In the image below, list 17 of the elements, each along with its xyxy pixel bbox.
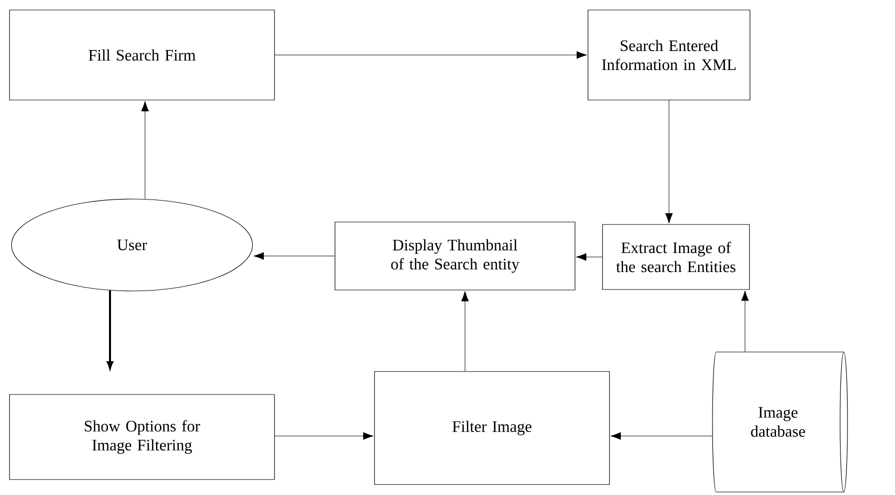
arrow xyxy=(665,100,673,224)
arrow xyxy=(461,291,469,372)
arrow xyxy=(274,432,374,440)
process-box: Search Entered Information in XML xyxy=(588,10,750,100)
arrow xyxy=(141,101,149,199)
arrow xyxy=(106,290,114,369)
database-cylinder: Image database xyxy=(712,352,848,492)
process-box: Show Options for Image Filtering xyxy=(9,394,275,480)
process-box: Fill Search Firm xyxy=(9,10,275,100)
process-box: Filter Image xyxy=(374,371,610,485)
process-box: Display Thumbnail of the Search entity xyxy=(334,222,576,290)
arrow xyxy=(610,432,712,440)
arrow xyxy=(254,252,335,260)
arrow xyxy=(274,51,587,59)
arrow xyxy=(576,253,602,261)
process-box: Extract Image of the search Entities xyxy=(602,224,750,290)
arrow xyxy=(741,290,749,352)
